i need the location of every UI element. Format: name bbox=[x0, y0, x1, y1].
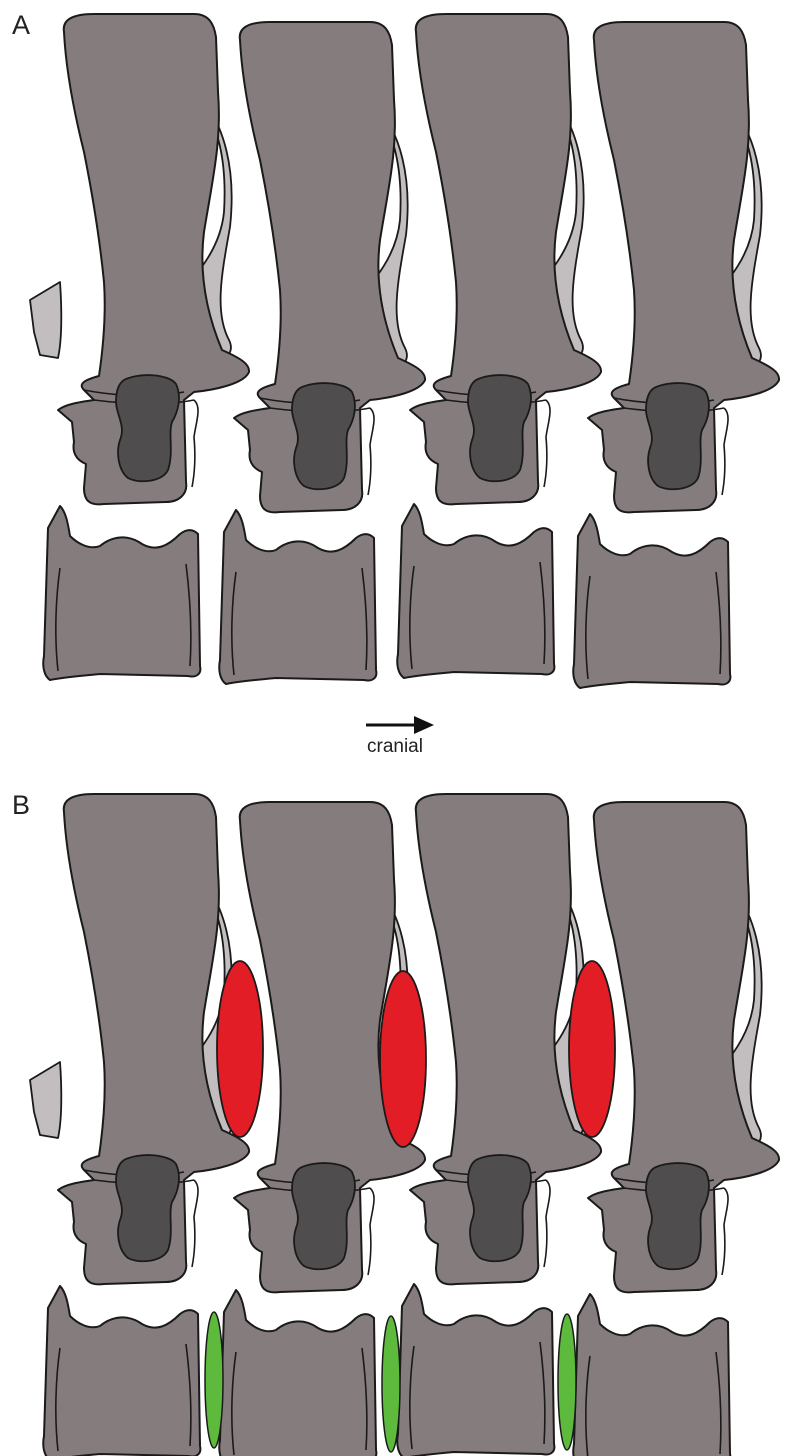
panel-a bbox=[30, 14, 779, 688]
panel-a-vertebral-body-4 bbox=[573, 514, 730, 688]
facet-joint-marker-3 bbox=[569, 961, 615, 1137]
panel-a-vertebral-body-3 bbox=[397, 504, 554, 678]
panel-b-vertebra-4 bbox=[588, 802, 779, 1292]
direction-indicator: cranial bbox=[366, 716, 434, 757]
panel-b-vertebral-body-4 bbox=[573, 1294, 730, 1456]
facet-joint-marker-1 bbox=[217, 961, 263, 1137]
panel-b-vertebral-body-1 bbox=[43, 1286, 200, 1456]
disc-marker-3 bbox=[558, 1314, 576, 1450]
panel-a-vertebral-body-2 bbox=[219, 510, 376, 684]
panel-b-vertebral-body-2 bbox=[219, 1290, 376, 1456]
panel-b bbox=[30, 794, 779, 1456]
panel-a-vertebra-2 bbox=[234, 22, 425, 512]
disc-marker-2 bbox=[382, 1316, 400, 1452]
panel-label-b: B bbox=[12, 790, 30, 820]
panel-label-a: A bbox=[12, 10, 30, 40]
arrow-right-icon bbox=[366, 716, 434, 734]
facet-joint-marker-2 bbox=[380, 971, 426, 1147]
panel-a-left-flap bbox=[30, 282, 61, 358]
panel-a-vertebra-4 bbox=[588, 22, 779, 512]
panel-a-vertebral-body-1 bbox=[43, 506, 200, 680]
panel-b-left-flap bbox=[30, 1062, 61, 1138]
direction-label: cranial bbox=[367, 736, 423, 757]
disc-marker-1 bbox=[205, 1312, 223, 1448]
panel-a-vertebra-3 bbox=[410, 14, 601, 504]
panel-a-vertebra-1 bbox=[58, 14, 249, 504]
panel-b-vertebral-body-3 bbox=[397, 1284, 554, 1456]
